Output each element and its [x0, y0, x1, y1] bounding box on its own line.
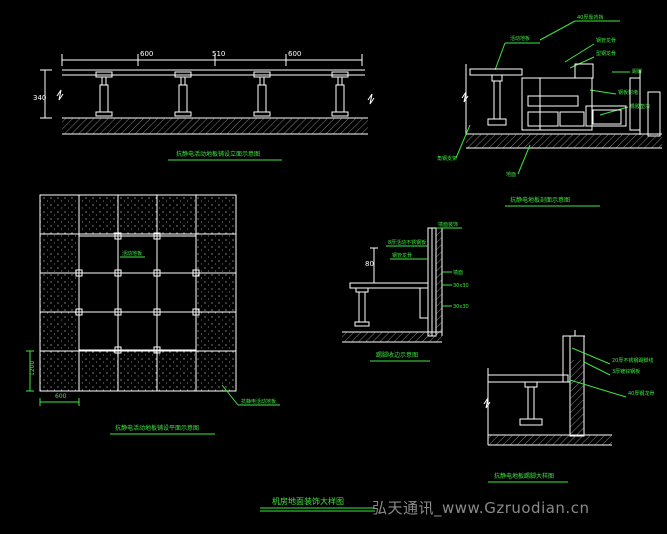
plan-inner-grid: [78, 235, 197, 351]
plan-corner-label: 抗静电活动地板: [241, 398, 276, 405]
sec-label-4: 型钢龙骨: [596, 50, 616, 57]
plan-inner-label: 活动地板: [122, 250, 142, 257]
watermark: 弘天通讯_www.Gzruodian.cn: [372, 499, 590, 517]
corner-label-1: 20厚不锈钢踢脚线: [612, 357, 653, 364]
section-ground-hatch: [466, 134, 662, 148]
main-caption: 机房地面装饰大样图: [272, 496, 344, 506]
sec-caption: 抗静电地板剖面示意图: [510, 196, 570, 204]
ground-hatch: [62, 118, 368, 134]
plan-view: 活动地板 1200 600 抗静电活动地板 抗静电活动地板铺设平面示意图: [26, 194, 280, 435]
sec-label-5: 踢脚: [632, 68, 642, 75]
elev-dim-2: 510: [212, 50, 225, 58]
plan-side-dim: 1200: [29, 361, 36, 376]
elev-height-dim: 340: [33, 94, 46, 102]
wall-detail-view: 80 8厚活动不锈钢板 钢管龙骨 墙面 30x30 30x30 墙面装饰 踢脚收…: [342, 221, 469, 362]
plan-caption: 抗静电活动地板铺设平面示意图: [115, 424, 199, 432]
wall-label-1: 8厚活动不锈钢板: [388, 239, 426, 246]
corner-label-3: 40厚钢龙骨: [628, 390, 654, 397]
sec-label-3: 钢管龙骨: [596, 37, 616, 44]
sec-left-label: 角钢支架: [437, 155, 457, 162]
sec-label-2: 活动地板: [510, 35, 530, 42]
corner-floor-panel: [487, 374, 569, 383]
corner-ground-hatch: [488, 435, 612, 445]
elevation-view: 600 510 600 340: [33, 50, 375, 161]
wall-label-4: 30x30: [453, 283, 469, 289]
corner-caption: 抗静电地板踢脚大样图: [494, 472, 554, 480]
corner-label-2: 3厚镀锌钢板: [612, 368, 640, 375]
wall-height-dim: 80: [365, 260, 374, 268]
wall-label-3: 墙面: [453, 269, 463, 276]
wall-top-label: 墙面装饰: [438, 221, 458, 228]
plan-border: [39, 194, 237, 392]
sec-label-6: 钢板封堵: [618, 89, 638, 96]
elev-dim-1: 600: [140, 50, 153, 58]
wall-label-2: 钢管龙骨: [392, 252, 412, 259]
pedestal-supports: [95, 71, 349, 117]
elev-dim-3: 600: [288, 50, 301, 58]
section-view: 40厚靠背挡 活动地板 钢管龙骨 型钢龙骨 踢脚 钢板封堵 橡胶垫块: [437, 14, 662, 207]
plan-bottom-dim: 600: [55, 393, 67, 400]
wall-ground-hatch: [342, 332, 442, 342]
elev-caption: 抗静电活动地板铺设立面示意图: [176, 150, 260, 158]
sec-bottom-label: 地面: [506, 171, 516, 178]
sec-label-1: 40厚靠背挡: [577, 14, 603, 21]
corner-detail-view: 20厚不锈钢踢脚线 3厚镀锌钢板 40厚钢龙骨 抗静电地板踢脚大样图: [483, 330, 654, 483]
wall-caption: 踢脚收边示意图: [376, 351, 418, 359]
wall-label-5: 30x30: [453, 304, 469, 310]
